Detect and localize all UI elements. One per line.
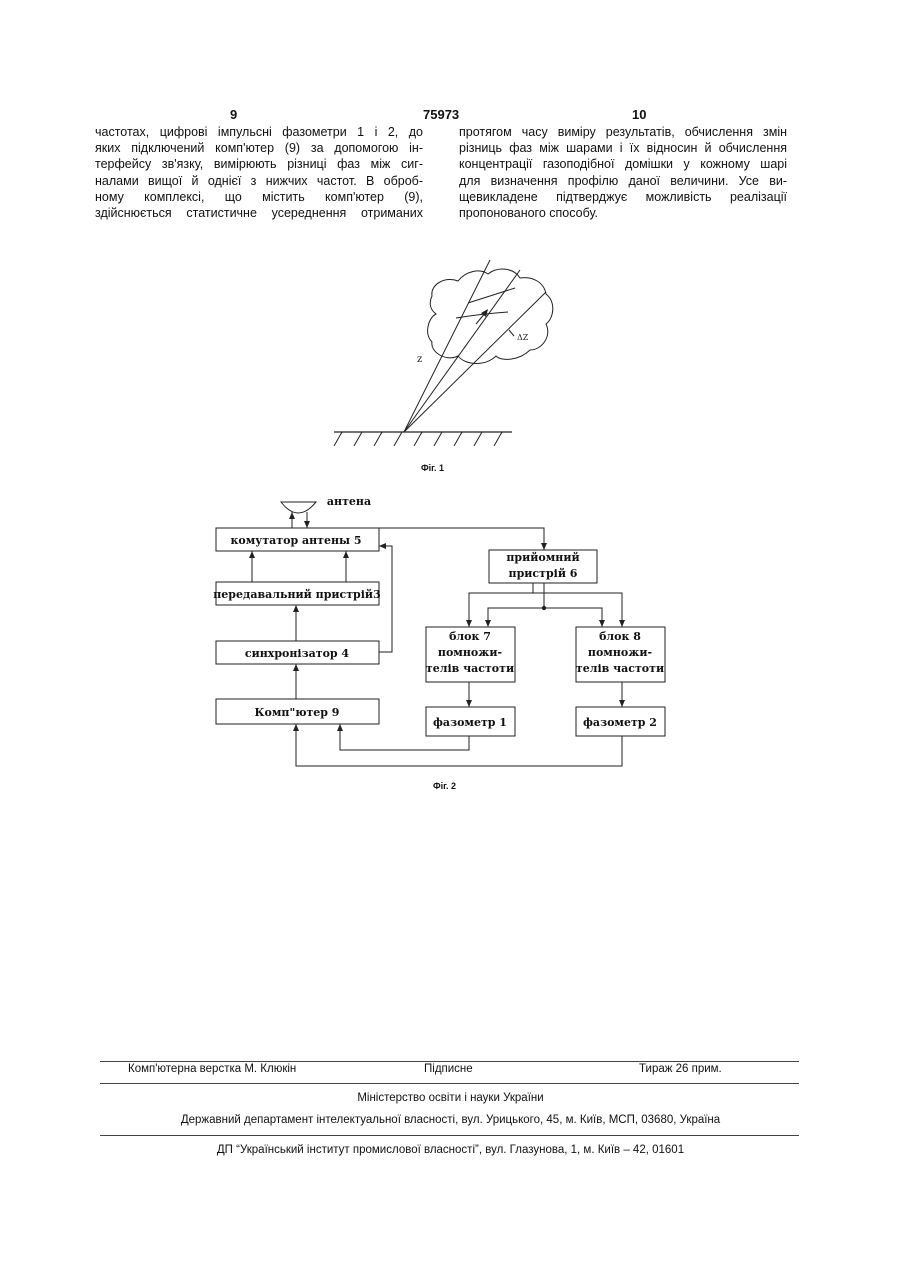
receiver-label-2: пристрій 6 [509, 567, 578, 580]
arrowhead [466, 620, 472, 627]
left-line: налами вищої й однієї з нижчих частот. В… [95, 173, 423, 189]
arrowhead [337, 724, 343, 731]
junction-dot [542, 606, 546, 610]
left-line: яких підключений комп'ютер (9) за допомо… [95, 140, 423, 156]
arrowhead [379, 543, 386, 549]
arrowhead [289, 512, 295, 519]
delta-tick [509, 330, 514, 336]
ray-3 [404, 292, 546, 432]
antenna-dish [281, 502, 316, 513]
switch-label: комутатор антены 5 [230, 534, 361, 547]
transmitter-label: передавальний пристрій3 [213, 588, 381, 601]
right-line: для визначення профілю даної величини. У… [459, 173, 787, 189]
footer-institute: ДП “Український інститут промислової вла… [0, 1144, 901, 1156]
left-column: частотах, цифрові імпульсні фазометри 1 … [95, 124, 423, 221]
phasemeter2-label: фазометр 2 [583, 716, 657, 729]
footer-layout: Комп'ютерна верстка М. Клюкін [128, 1063, 296, 1075]
right-line: різниць фаз між шарами і їх відносин й о… [459, 140, 787, 156]
block8-label-2: помножи- [588, 646, 652, 659]
ground-hatching [334, 432, 502, 446]
left-line: ному комплексі, що містить комп'ютер (9)… [95, 189, 423, 205]
ray-2 [404, 270, 520, 432]
figure-1-caption: Фіг. 1 [421, 463, 444, 473]
footer-divider-middle [100, 1083, 799, 1084]
left-line: здійснюється статистичне усереднення отр… [95, 205, 423, 221]
right-line: протягом часу виміру результатів, обчисл… [459, 124, 787, 140]
right-line: щевикладене підтверджує можливість реалі… [459, 189, 787, 205]
footer-divider-bottom [100, 1135, 799, 1136]
receiver-cross-right [544, 608, 602, 627]
right-page-number: 10 [632, 107, 646, 122]
receiver-label-1: прийомний [506, 551, 579, 564]
arrowhead [619, 700, 625, 707]
left-line: терфейсу зв'язку, вимірюють різниці фаз … [95, 156, 423, 172]
ray-1 [404, 260, 490, 432]
figure-2-caption: Фіг. 2 [433, 781, 456, 791]
phasemeter2-to-computer [296, 724, 622, 766]
block7-label-3: телів частоти [426, 662, 514, 675]
sync-to-switch-line [379, 546, 392, 652]
figure-2-diagram: антена комутатор антены 5 передавальний … [200, 490, 680, 780]
receiver-cross-left [488, 583, 544, 627]
footer-department: Державний департамент інтелектуальної вл… [0, 1114, 901, 1126]
phasemeter1-label: фазометр 1 [433, 716, 507, 729]
right-line: пропонованого способу. [459, 205, 787, 221]
arrowhead [293, 724, 299, 731]
arrowhead [485, 620, 491, 627]
arrowhead [249, 551, 255, 558]
arrowhead [343, 551, 349, 558]
left-line: частотах, цифрові імпульсні фазометри 1 … [95, 124, 423, 140]
synchronizer-label: синхронізатор 4 [245, 647, 350, 660]
arrowhead [619, 620, 625, 627]
antenna-label: антена [327, 495, 371, 508]
footer-divider-top [100, 1061, 799, 1062]
right-column: протягом часу виміру результатів, обчисл… [459, 124, 787, 221]
arrowhead [293, 664, 299, 671]
arrowhead [304, 521, 310, 528]
label-delta-z: ΔZ [517, 333, 529, 342]
footer-ministry: Міністерство освіти і науки України [0, 1092, 901, 1104]
cloud-outline [428, 269, 553, 363]
arrowhead [541, 543, 547, 550]
block8-label-1: блок 8 [599, 630, 641, 643]
block8-label-3: телів частоти [576, 662, 664, 675]
footer-circulation: Тираж 26 прим. [639, 1063, 722, 1075]
arrowhead [293, 605, 299, 612]
arrowhead [599, 620, 605, 627]
left-page-number: 9 [230, 107, 237, 122]
receiver-left-branch [469, 583, 533, 627]
label-z: z [417, 354, 422, 365]
block7-label-1: блок 7 [449, 630, 491, 643]
receiver-right-branch [533, 593, 622, 627]
footer-signed: Підписне [424, 1063, 473, 1075]
arrowhead [466, 700, 472, 707]
computer-label: Комп"ютер 9 [255, 706, 340, 719]
figure-1-diagram: z ΔZ [320, 250, 560, 450]
switch-to-receiver-line [379, 528, 544, 550]
block7-label-2: помножи- [438, 646, 502, 659]
patent-number: 75973 [423, 107, 459, 122]
right-line: концентрації газоподібної домішки у кожн… [459, 156, 787, 172]
